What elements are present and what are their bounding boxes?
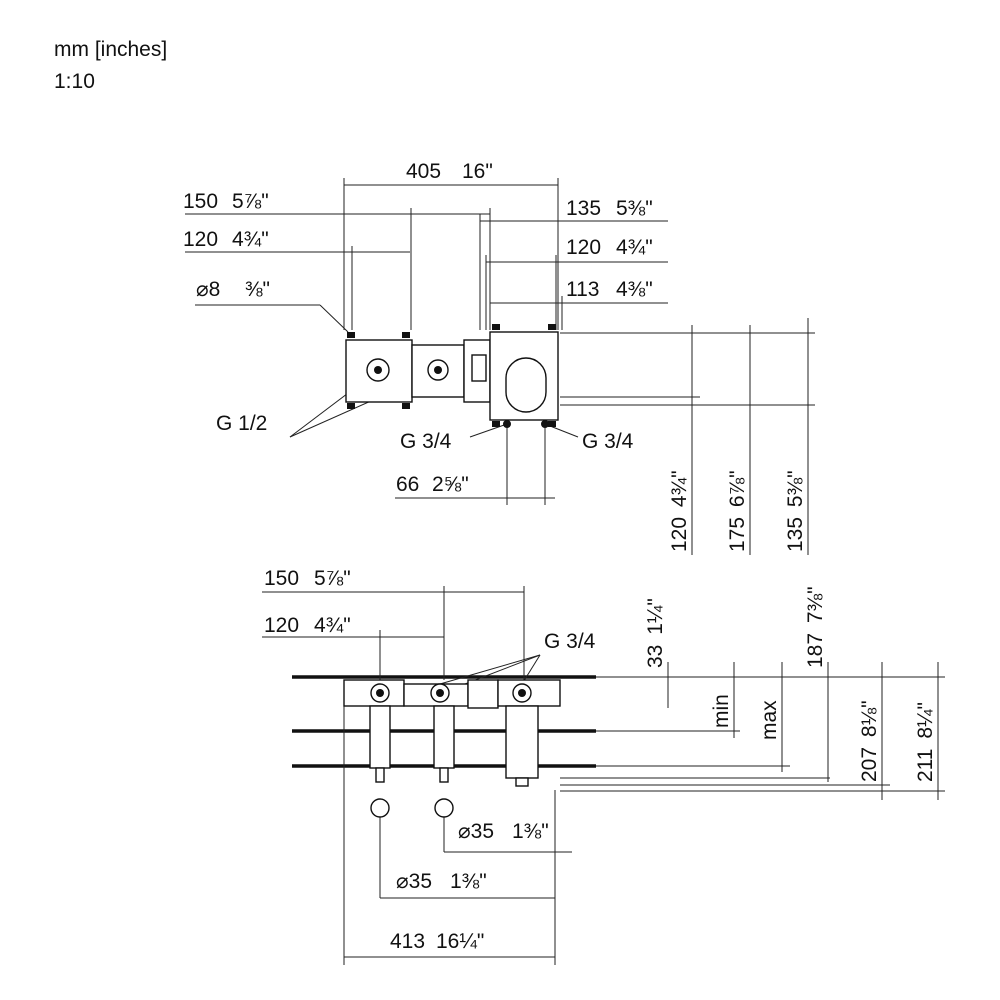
dim-v120-mm: 120 bbox=[668, 517, 691, 552]
side-dim-v33-mm: 33 bbox=[644, 645, 667, 668]
dim-dia8-inch: ⅜" bbox=[245, 278, 270, 301]
dim-120r-inch: 4¾" bbox=[616, 236, 653, 259]
side-dim-dia35b-mm: ⌀35 bbox=[396, 870, 432, 893]
side-view: 150 5⅞" 120 4¾" G 3/4 33 1¼" min max 187… bbox=[262, 567, 945, 965]
dim-135-inch: 5⅜" bbox=[616, 197, 653, 220]
dim-66-mm: 66 bbox=[396, 473, 419, 496]
dim-v120-label: 120 4¾" bbox=[668, 470, 691, 552]
side-dim-150-mm: 150 bbox=[264, 567, 299, 590]
side-dim-120-mm: 120 bbox=[264, 614, 299, 637]
dim-113-mm: 113 bbox=[566, 278, 599, 301]
side-view-dimension-lines bbox=[262, 586, 945, 965]
side-dim-v187-inch: 7⅜" bbox=[804, 586, 827, 623]
dim-113-inch: 4⅜" bbox=[616, 278, 653, 301]
side-dim-dia35a-inch: 1⅜" bbox=[512, 820, 549, 843]
dim-v175-label: 175 6⅞" bbox=[726, 470, 749, 552]
top-view-body bbox=[345, 324, 559, 428]
dim-405-inch: 16" bbox=[462, 160, 493, 183]
drawing-header: mm [inches] 1:10 bbox=[54, 34, 167, 98]
dim-150-mm: 150 bbox=[183, 190, 218, 213]
dim-v175-inch: 6⅞" bbox=[726, 470, 749, 507]
side-dim-v211-label: 211 8¼" bbox=[914, 702, 937, 782]
side-dim-v187-label: 187 7⅜" bbox=[804, 586, 827, 668]
dim-v135-label: 135 5⅜" bbox=[784, 470, 807, 552]
side-dim-120-inch: 4¾" bbox=[314, 614, 351, 637]
side-dim-dia35b-inch: 1⅜" bbox=[450, 870, 487, 893]
dim-v135-inch: 5⅜" bbox=[784, 470, 807, 507]
side-dim-v211-inch: 8¼" bbox=[914, 702, 937, 739]
side-dim-v207-label: 207 8⅛" bbox=[858, 700, 881, 782]
side-view-labels: 150 5⅞" 120 4¾" G 3/4 33 1¼" min max 187… bbox=[264, 567, 937, 953]
dim-135-mm: 135 bbox=[566, 197, 601, 220]
label-g12: G 1/2 bbox=[216, 412, 267, 435]
dim-120-inch: 4¾" bbox=[232, 228, 269, 251]
dim-dia8-mm: ⌀8 bbox=[196, 278, 220, 301]
side-dim-413-inch: 16¼" bbox=[436, 930, 484, 953]
label-g34-right: G 3/4 bbox=[582, 430, 634, 453]
top-view: 405 16" 150 5⅞" 120 4¾" ⌀8 ⅜" 135 5⅜" 12… bbox=[183, 160, 815, 555]
side-dim-v207-inch: 8⅛" bbox=[858, 700, 881, 737]
top-view-dimension-lines bbox=[185, 178, 815, 555]
top-view-labels: 405 16" 150 5⅞" 120 4¾" ⌀8 ⅜" 135 5⅜" 12… bbox=[183, 160, 807, 552]
side-dim-v207-mm: 207 bbox=[858, 747, 881, 782]
side-label-min: min bbox=[710, 694, 733, 728]
side-label-g34: G 3/4 bbox=[544, 630, 596, 653]
side-dim-150-inch: 5⅞" bbox=[314, 567, 351, 590]
side-label-max: max bbox=[758, 700, 781, 740]
dim-66-inch: 2⅝" bbox=[432, 473, 469, 496]
side-dim-v187-mm: 187 bbox=[804, 633, 827, 668]
scale-label: 1:10 bbox=[54, 70, 95, 93]
side-dim-v211-mm: 211 bbox=[914, 749, 937, 782]
dim-v175-mm: 175 bbox=[726, 517, 749, 552]
dim-150-inch: 5⅞" bbox=[232, 190, 269, 213]
side-dim-413-mm: 413 bbox=[390, 930, 425, 953]
side-view-body bbox=[343, 679, 561, 818]
side-dim-dia35a-mm: ⌀35 bbox=[458, 820, 494, 843]
dim-v135-mm: 135 bbox=[784, 517, 807, 552]
dim-v120-inch: 4¾" bbox=[668, 470, 691, 507]
side-dim-v33-inch: 1¼" bbox=[644, 598, 667, 635]
dim-120-mm: 120 bbox=[183, 228, 218, 251]
units-label: mm [inches] bbox=[54, 38, 168, 61]
label-g34-left: G 3/4 bbox=[400, 430, 452, 453]
side-dim-v33-label: 33 1¼" bbox=[644, 598, 667, 668]
dim-405-mm: 405 bbox=[406, 160, 441, 183]
dim-120r-mm: 120 bbox=[566, 236, 601, 259]
